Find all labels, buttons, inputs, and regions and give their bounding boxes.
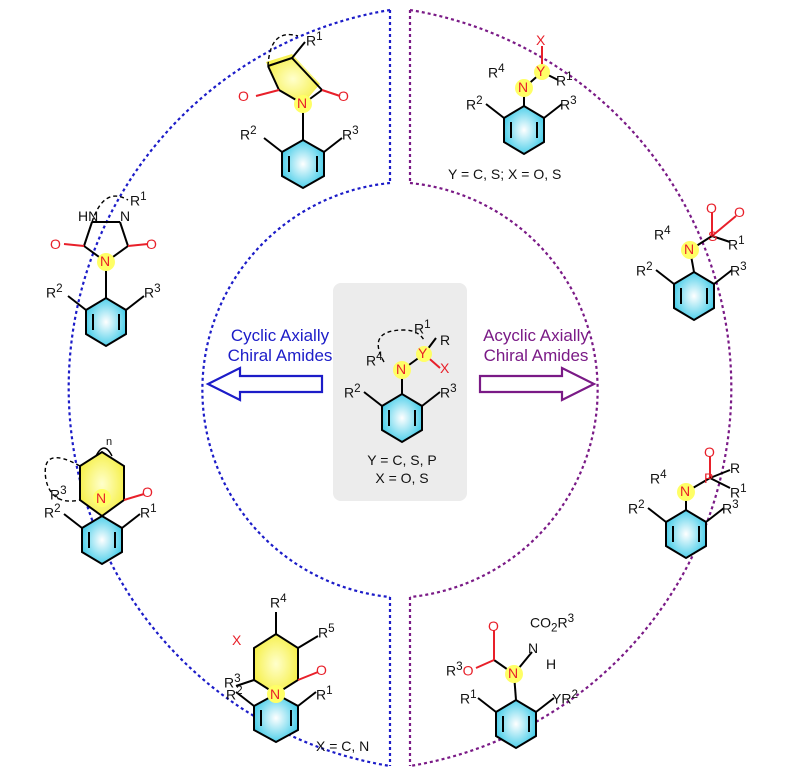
atom-r5: R5 <box>318 622 335 641</box>
bottom-left-condition: X = C, N <box>316 738 370 754</box>
center-x-condition: X = O, S <box>375 470 429 486</box>
atom-r1: R1 <box>316 684 333 703</box>
atom-o: O <box>50 236 61 252</box>
top-right-condition: Y = C, S; X = O, S <box>448 166 562 182</box>
atom-r3o: R3O <box>446 660 474 679</box>
atom-o: O <box>338 88 349 104</box>
center-panel <box>333 283 467 501</box>
atom-r4: R4 <box>654 224 671 243</box>
atom-x: X <box>232 632 242 648</box>
atom-r1: R1 <box>556 70 573 89</box>
atom-x: X <box>536 32 546 48</box>
atom-r3: R3 <box>224 672 241 691</box>
atom-n: N <box>396 361 407 377</box>
atom-o: O <box>316 662 327 678</box>
atom-r2: R2 <box>344 382 361 401</box>
atom-r: R <box>440 332 451 348</box>
atom-y: Y <box>418 345 428 361</box>
atom-r3: R3 <box>730 260 747 279</box>
structure-general-amide <box>363 329 441 444</box>
right-arrow <box>478 366 597 402</box>
structure-pyridone <box>235 612 319 744</box>
atom-o: O <box>734 204 745 220</box>
inner-circle <box>201 181 599 599</box>
left-arrow-label-line2: Chiral Amides <box>227 346 333 365</box>
atom-n-index: n <box>106 436 113 448</box>
atom-y: Y <box>536 63 546 79</box>
atom-r2: R2 <box>44 502 61 521</box>
atom-o: O <box>146 236 157 252</box>
atom-n: N <box>518 79 529 95</box>
atom-r2: R2 <box>46 282 63 301</box>
structure-hydrazide <box>475 630 555 750</box>
atom-o: O <box>704 444 715 460</box>
atom-r4: R4 <box>650 468 667 487</box>
atom-r3: R3 <box>722 498 739 517</box>
atom-r1: R1 <box>140 502 157 521</box>
center-y-condition: Y = C, S, P <box>367 452 437 468</box>
atom-r4: R4 <box>366 350 383 369</box>
structure-dihydropyridinone <box>44 447 145 566</box>
structure-phosphinamide <box>647 456 731 560</box>
atom-r4: R4 <box>488 62 505 81</box>
atom-r3: R3 <box>440 382 457 401</box>
atom-r1: R1 <box>130 190 147 209</box>
nitrogen-highlights <box>93 64 699 703</box>
atom-hn: HN <box>78 208 99 224</box>
atom-n: N <box>297 95 308 111</box>
atom-o: O <box>238 88 249 104</box>
atom-r2: R2 <box>636 260 653 279</box>
atom-n: N <box>684 241 695 257</box>
atom-r2: R2 <box>466 94 483 113</box>
atom-r2: R2 <box>226 684 243 703</box>
right-arrow-label-line1: Acyclic Axially <box>483 326 589 345</box>
atom-o: O <box>488 618 499 634</box>
atom-n: N <box>270 686 281 702</box>
outer-circle <box>67 8 733 768</box>
section-dividers <box>388 10 412 766</box>
structure-sulfonamide <box>655 212 737 322</box>
atom-x: X <box>440 360 450 376</box>
atom-n-h: N <box>528 640 539 656</box>
atom-r1: R1 <box>730 482 747 501</box>
atom-n: N <box>120 208 131 224</box>
atom-p: P <box>704 470 714 486</box>
atom-o: O <box>142 484 153 500</box>
atom-n: N <box>100 253 111 269</box>
atom-r3: R3 <box>144 282 161 301</box>
atom-co2r3: CO2R3 <box>530 612 575 635</box>
left-arrow <box>205 366 324 402</box>
atom-r3: R3 <box>560 94 577 113</box>
atom-r1: R1 <box>728 234 745 253</box>
atom-r3: R3 <box>50 484 67 503</box>
atom-n: N <box>508 665 519 681</box>
atom-o: O <box>706 200 717 216</box>
atom-r: R <box>730 460 741 476</box>
atom-r1: R1 <box>414 318 431 337</box>
atom-yr2: YR2 <box>552 688 578 707</box>
left-arrow-label-line1: Cyclic Axially <box>230 326 330 345</box>
left-arrow-label: Cyclic Axially Chiral Amides <box>210 326 350 366</box>
atom-r2: R2 <box>628 498 645 517</box>
atom-s: S <box>708 228 718 244</box>
atom-n: N <box>96 490 107 506</box>
atom-h: H <box>546 656 557 672</box>
right-arrow-label-line2: Chiral Amides <box>483 346 589 365</box>
structure-urazole <box>63 195 149 348</box>
atom-r1: R1 <box>306 30 323 49</box>
atom-r3: R3 <box>342 124 359 143</box>
atom-r4: R4 <box>270 592 287 611</box>
atom-r1: R1 <box>460 688 477 707</box>
atom-n: N <box>680 483 691 499</box>
atom-r2: R2 <box>240 124 257 143</box>
right-arrow-label: Acyclic Axially Chiral Amides <box>466 326 606 366</box>
